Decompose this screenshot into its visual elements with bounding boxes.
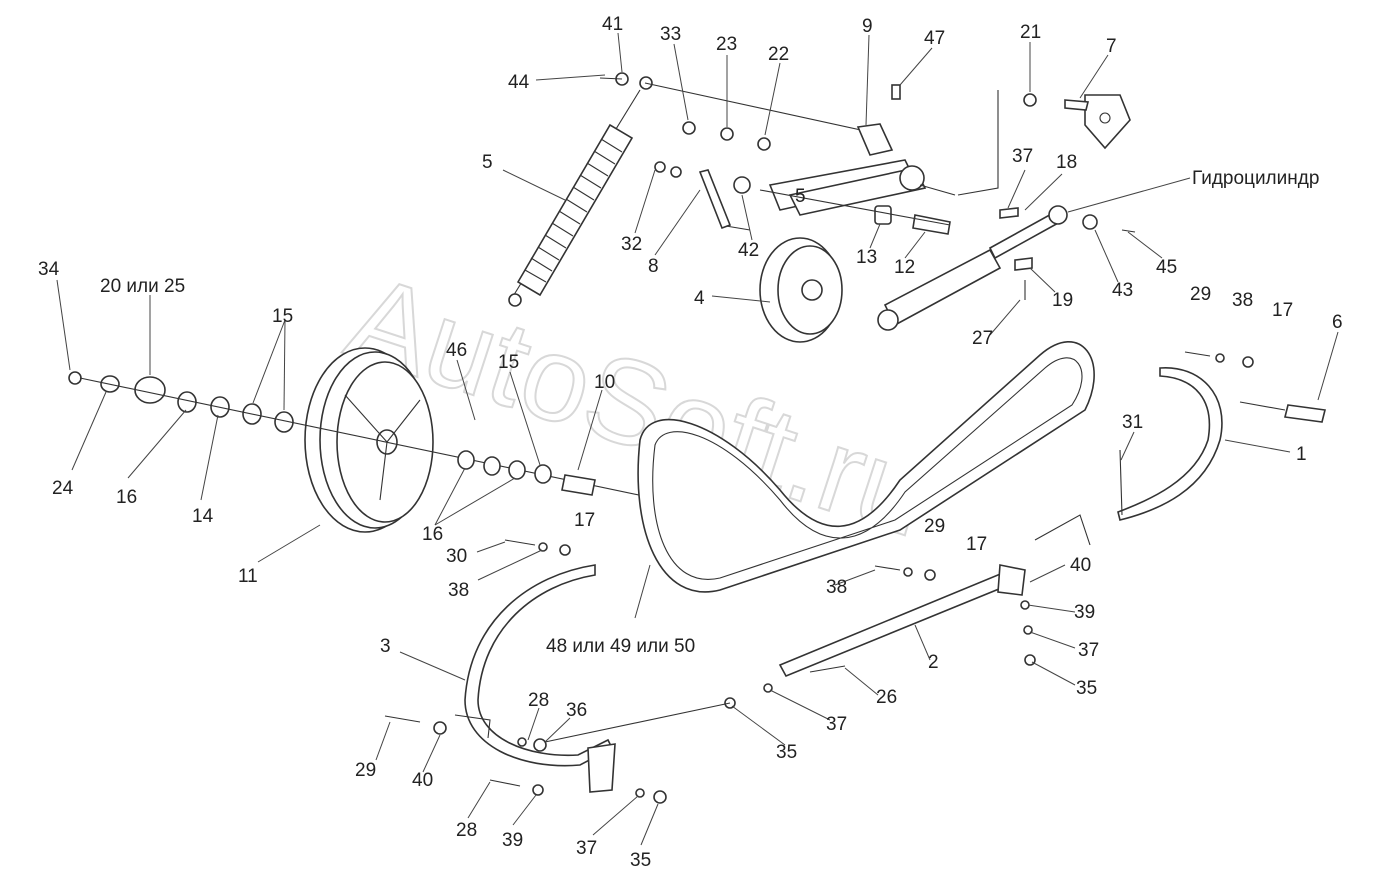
callout-10: 10: [594, 372, 615, 393]
callout-33: 33: [660, 24, 681, 45]
callout-21: 21: [1020, 22, 1041, 43]
bracket-part-3: [454, 564, 616, 793]
bracket-part-1: [1117, 367, 1326, 521]
callout-24: 24: [52, 478, 74, 499]
callout-belt-48-49-50: 48 или 49 или 50: [546, 636, 695, 657]
callout-3: 3: [380, 636, 391, 657]
callout-47: 47: [924, 28, 945, 49]
callout-8: 8: [648, 256, 659, 277]
callout-40-left: 40: [412, 770, 433, 791]
callout-41: 41: [602, 14, 623, 35]
callout-4: 4: [694, 288, 705, 309]
callout-15-mid: 15: [498, 352, 519, 373]
callout-28-bottom: 28: [456, 820, 477, 841]
callout-29-mid: 29: [924, 516, 945, 537]
callout-38-mid: 38: [826, 577, 847, 598]
hardware-top: [599, 72, 871, 194]
callout-38-right: 38: [1232, 290, 1253, 311]
callout-37-mid: 37: [826, 714, 847, 735]
callout-20-or-25: 20 или 25: [100, 276, 185, 297]
callout-37-right: 37: [1078, 640, 1099, 661]
callout-30: 30: [446, 546, 467, 567]
leader-lines: [56, 32, 1339, 846]
callout-42: 42: [738, 240, 759, 261]
callout-labels: 41 44 33 23 22 9 47 21 7 5 37 18 Гидроци…: [38, 14, 1343, 871]
spring-part-5: [508, 76, 653, 307]
callout-9: 9: [862, 16, 873, 37]
callout-14: 14: [192, 506, 214, 527]
callout-2: 2: [928, 652, 939, 673]
v-belt: [637, 341, 1095, 593]
hardware-lower: [384, 351, 1254, 804]
callout-6: 6: [1332, 312, 1343, 333]
callout-17-right: 17: [1272, 300, 1293, 321]
callout-37-bottom: 37: [576, 838, 597, 859]
callout-40-right: 40: [1070, 555, 1091, 576]
callout-32: 32: [621, 234, 642, 255]
callout-13: 13: [856, 247, 877, 268]
callout-44: 44: [508, 72, 530, 93]
callout-35-mid: 35: [776, 742, 797, 763]
callout-23: 23: [716, 34, 737, 55]
callout-11: 11: [238, 566, 258, 587]
callout-29-right: 29: [1190, 284, 1211, 305]
callout-39-right: 39: [1074, 602, 1095, 623]
bracket-part-7: [957, 90, 1131, 196]
callout-29-left: 29: [355, 760, 376, 781]
callout-17-mid: 17: [966, 534, 987, 555]
pins-12-13: [759, 189, 951, 235]
callout-45: 45: [1156, 257, 1177, 278]
callout-43: 43: [1112, 280, 1133, 301]
washers-left: [68, 371, 721, 513]
callout-37-top: 37: [1012, 146, 1033, 167]
callout-16-left: 16: [116, 487, 137, 508]
callout-7: 7: [1106, 36, 1117, 57]
callout-15-left: 15: [272, 306, 293, 327]
pulley-part-4: [759, 237, 843, 343]
callout-16-mid: 16: [422, 524, 443, 545]
callout-5-spring: 5: [482, 152, 493, 173]
callout-34: 34: [38, 259, 60, 280]
lever-part-8: [698, 169, 751, 231]
callout-31: 31: [1122, 412, 1143, 433]
callout-26: 26: [876, 687, 897, 708]
callout-28-mid: 28: [528, 690, 549, 711]
callout-17-left: 17: [574, 510, 595, 531]
lever-part-9: [768, 84, 956, 216]
callout-35-bottom: 35: [630, 850, 651, 871]
bracket-part-2: [778, 514, 1091, 678]
callout-22: 22: [768, 44, 789, 65]
callout-35-right: 35: [1076, 678, 1097, 699]
hydraulic-cylinder: [877, 205, 1136, 331]
callout-27: 27: [972, 328, 993, 349]
callout-36: 36: [566, 700, 587, 721]
callout-38-left: 38: [448, 580, 469, 601]
callout-19: 19: [1052, 290, 1073, 311]
callout-18: 18: [1056, 152, 1077, 173]
callout-hydrocylinder: Гидроцилиндр: [1192, 168, 1319, 189]
callout-1: 1: [1296, 444, 1307, 465]
callout-39-bottom: 39: [502, 830, 523, 851]
callout-12: 12: [894, 257, 915, 278]
callout-46: 46: [446, 340, 467, 361]
callout-5-lever: 5: [795, 186, 806, 207]
